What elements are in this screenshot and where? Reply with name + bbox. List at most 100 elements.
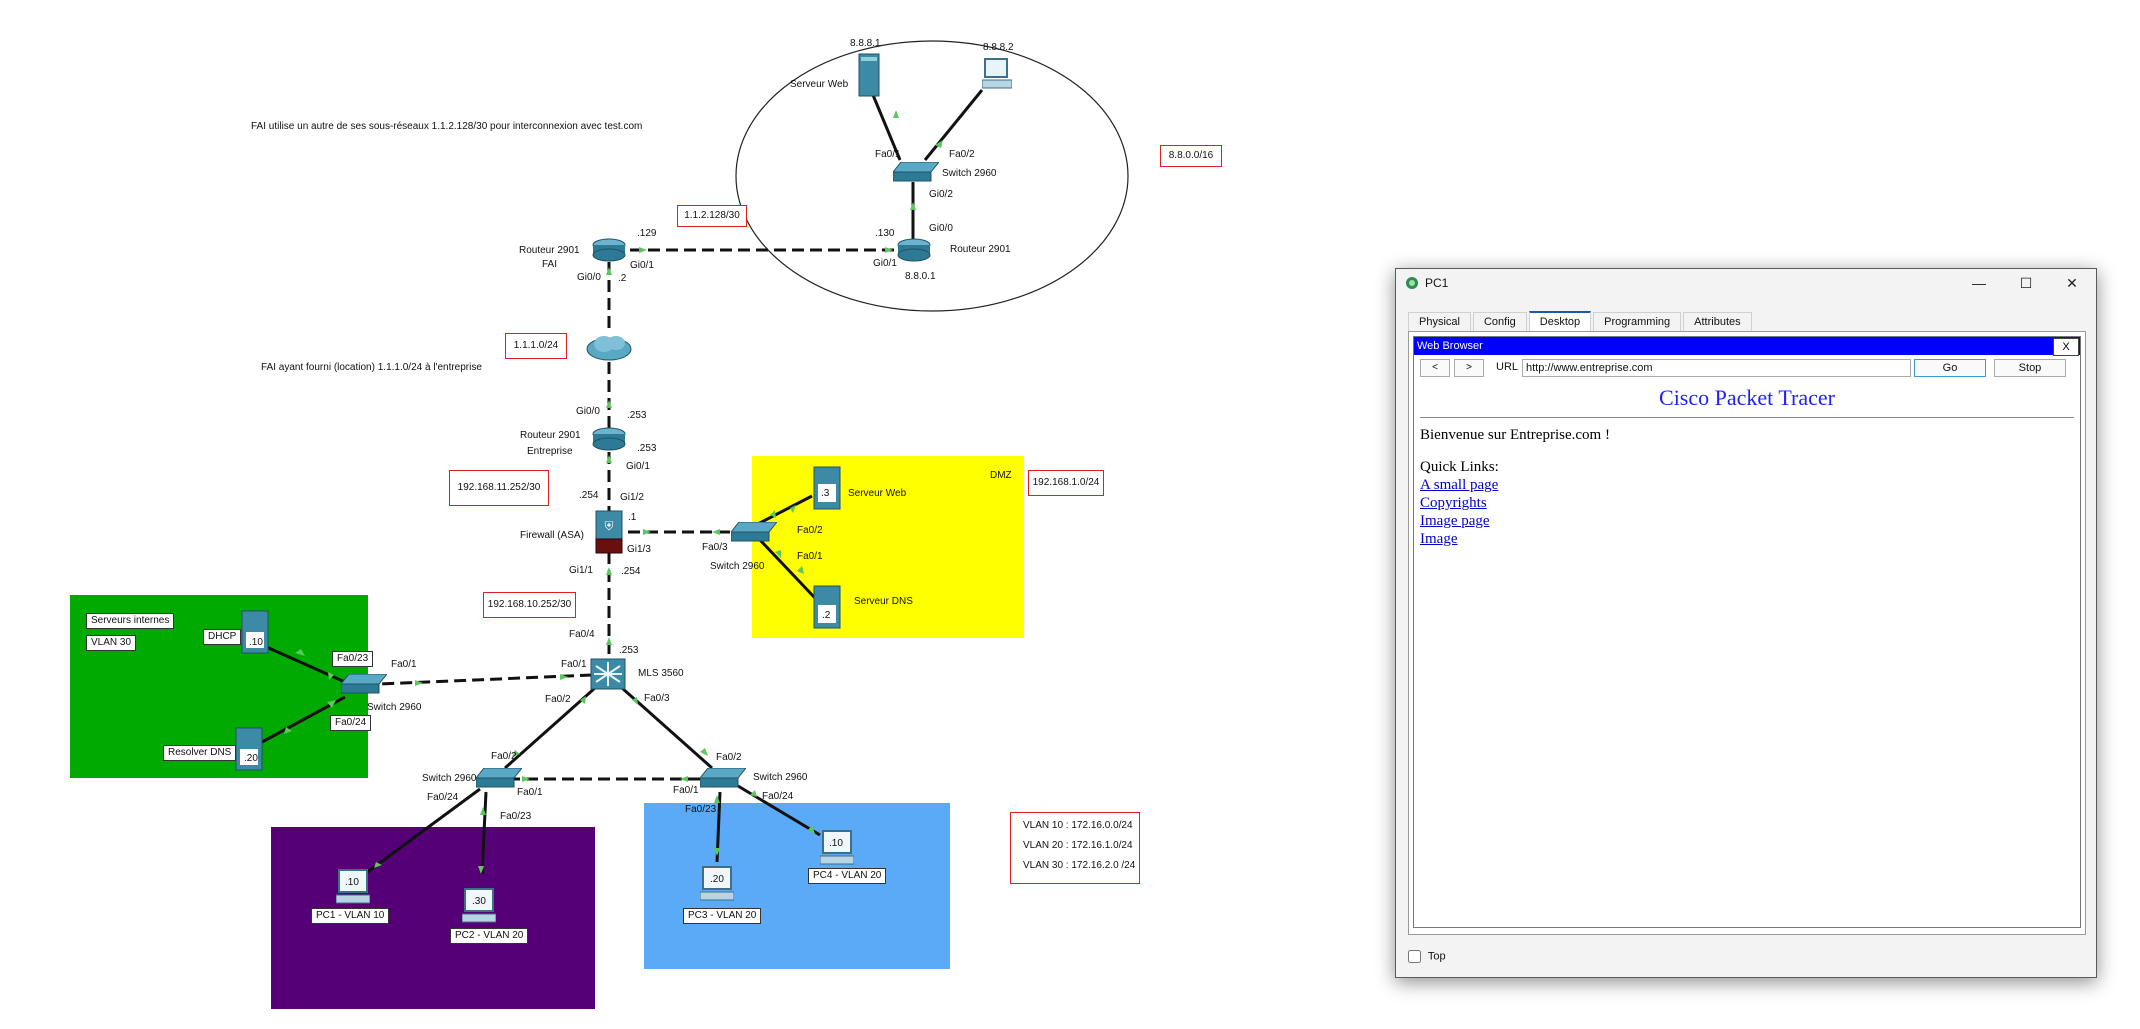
pc2-icon[interactable] — [461, 888, 497, 929]
server-body — [858, 53, 880, 97]
port-label: Gi0/1 — [873, 258, 897, 269]
arrow — [714, 848, 720, 856]
tab-config[interactable]: Config — [1472, 312, 1527, 331]
maximize-button[interactable]: ☐ — [2019, 275, 2033, 291]
internet-pc[interactable] — [981, 58, 1013, 95]
pc3-ip: .20 — [710, 874, 724, 885]
pc4-ip: .10 — [829, 838, 843, 849]
top-checkbox-row[interactable]: Top — [1408, 950, 1446, 963]
pc2-label: PC2 - VLAN 20 — [450, 928, 529, 944]
servers-switch-icon[interactable] — [339, 673, 389, 699]
dhcp-label: DHCP — [203, 629, 242, 645]
internet-router-icon[interactable] — [897, 238, 931, 267]
host-label: .254 — [621, 566, 641, 577]
subnet-fw1-box: 192.168.11.252/30 — [449, 470, 549, 506]
arrow — [295, 649, 305, 656]
port-label: Gi1/3 — [627, 544, 651, 555]
subnet-internet-box: 8.8.0.0/16 — [1160, 145, 1222, 167]
port-label: Fa0/1 — [517, 787, 543, 798]
port-label: Fa0/1 — [875, 149, 901, 160]
dmz-dns-ip: .2 — [822, 610, 831, 621]
arrow — [893, 110, 899, 118]
port-label: Gi1/2 — [620, 492, 644, 503]
link-copyrights[interactable]: Copyrights — [1420, 495, 1487, 511]
arrow — [522, 776, 530, 782]
stop-button[interactable]: Stop — [1994, 359, 2066, 377]
dmz-dns-server[interactable] — [813, 585, 841, 634]
fai-router-icon[interactable] — [592, 238, 626, 267]
link-web-sw — [871, 94, 902, 161]
port-label: Fa0/2 — [491, 751, 517, 762]
title-divider — [1420, 417, 2074, 418]
arrow — [606, 267, 612, 275]
arrow — [606, 637, 612, 645]
link-image[interactable]: Image — [1420, 531, 1458, 547]
window-titlebar[interactable]: PC1 — ☐ ✕ — [1396, 269, 2096, 297]
dmz-web-label: Serveur Web — [848, 488, 907, 499]
dmz-dns-label: Serveur DNS — [854, 596, 913, 607]
firewall-label: Firewall (ASA) — [520, 530, 584, 541]
arrow — [374, 862, 382, 868]
internet-web-server[interactable] — [858, 53, 880, 102]
pc4-icon[interactable] — [819, 830, 855, 871]
forward-button[interactable]: > — [1454, 359, 1484, 377]
arrow — [415, 680, 423, 686]
vlan30-label: VLAN 30 : 172.16.2.0 /24 — [1023, 860, 1136, 871]
close-button[interactable]: ✕ — [2066, 275, 2078, 291]
tab-physical[interactable]: Physical — [1408, 312, 1471, 331]
port-label: Fa0/3 — [644, 693, 670, 704]
subnet-fw2-box: 192.168.10.252/30 — [483, 592, 576, 618]
port-label: Gi0/0 — [929, 223, 953, 234]
dhcp-server[interactable] — [241, 610, 269, 659]
host-label: .130 — [875, 228, 895, 239]
resolver-dns-server[interactable] — [235, 727, 263, 776]
welcome-text: Bienvenue sur Entreprise.com ! — [1420, 427, 1610, 443]
top-checkbox[interactable] — [1408, 950, 1421, 963]
link-small-page[interactable]: A small page — [1420, 477, 1499, 493]
access-switch-b-icon[interactable] — [698, 767, 748, 793]
arrow — [712, 529, 720, 535]
internet-cloud-ellipse — [735, 40, 1129, 312]
arrow — [808, 825, 815, 834]
arrow — [643, 529, 651, 535]
url-input[interactable]: http://www.entreprise.com — [1522, 359, 1911, 377]
arrow — [632, 697, 638, 705]
arrow — [910, 202, 916, 210]
servers-switch-label: Switch 2960 — [367, 702, 422, 713]
access-switch-a-icon[interactable] — [474, 767, 524, 793]
tab-programming[interactable]: Programming — [1593, 312, 1682, 331]
arrow — [580, 696, 586, 704]
browser-title: Web Browser — [1417, 340, 1483, 352]
link-pc-sw — [923, 89, 984, 161]
arrow — [606, 400, 612, 408]
pc1-label: PC1 - VLAN 10 — [311, 908, 390, 924]
vlan20-label: VLAN 20 : 172.16.1.0/24 — [1023, 840, 1133, 851]
svg-text:⛨: ⛨ — [604, 519, 613, 533]
port-label: Gi0/1 — [626, 461, 650, 472]
go-button[interactable]: Go — [1914, 359, 1986, 377]
internet-switch-icon[interactable] — [891, 161, 941, 187]
tab-desktop[interactable]: Desktop — [1528, 311, 1592, 331]
mls-switch-icon[interactable] — [590, 658, 626, 695]
port-label: Fa0/24 — [762, 791, 794, 802]
pc3-icon[interactable] — [699, 866, 735, 907]
dhcp-ip: .10 — [249, 637, 263, 648]
browser-close-button[interactable]: X — [2053, 338, 2079, 356]
arrow — [512, 750, 520, 757]
firewall-asa-icon[interactable]: ⛨ — [595, 510, 623, 559]
minimize-button[interactable]: — — [1972, 275, 1986, 291]
pc1-icon[interactable] — [335, 869, 371, 910]
dmz-switch-icon[interactable] — [729, 521, 779, 547]
pc4-label: PC4 - VLAN 20 — [808, 868, 887, 884]
pc2-ip: .30 — [472, 896, 486, 907]
tab-attributes[interactable]: Attributes — [1683, 312, 1752, 331]
back-button[interactable]: < — [1420, 359, 1450, 377]
link-image-page[interactable]: Image page — [1420, 513, 1490, 529]
internet-cloud-icon[interactable] — [586, 332, 632, 367]
port-label: Fa0/23 — [685, 804, 717, 815]
dmz-web-server[interactable] — [813, 466, 841, 515]
enterprise-router-icon[interactable] — [592, 427, 626, 456]
